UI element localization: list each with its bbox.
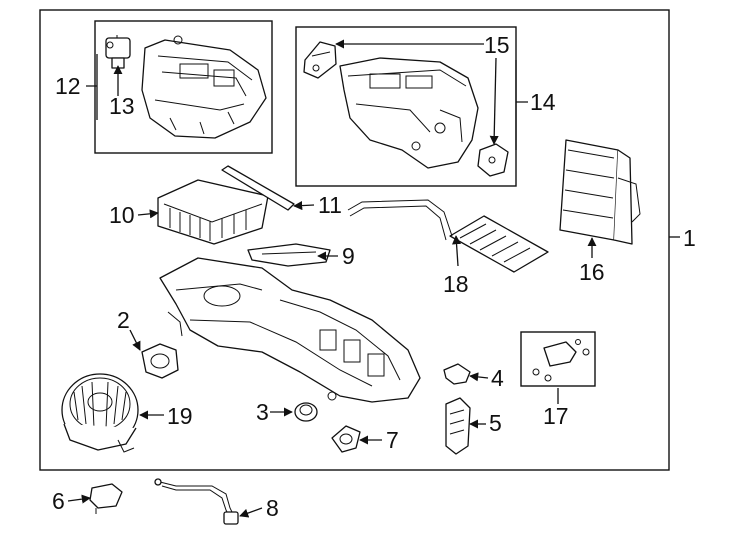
heater-core-part-18 xyxy=(347,199,549,273)
callout-18: 18 xyxy=(443,271,469,297)
sensor-part-6 xyxy=(89,483,123,514)
clip-part-4 xyxy=(443,363,471,385)
callout-6: 6 xyxy=(52,488,65,514)
hvac-main-housing xyxy=(159,257,421,403)
callout-11: 11 xyxy=(318,192,342,218)
actuator-part-15-lower xyxy=(477,143,509,177)
callout-7: 7 xyxy=(386,427,399,453)
callout-2: 2 xyxy=(117,307,130,333)
connector-part-5 xyxy=(445,397,471,455)
bracket-part-9 xyxy=(247,243,331,267)
harness-part-8 xyxy=(154,478,239,525)
blower-motor-part-19 xyxy=(61,373,139,453)
callout-5: 5 xyxy=(489,410,502,436)
callout-19: 19 xyxy=(167,403,193,429)
callout-4: 4 xyxy=(491,365,504,391)
callout-15: 15 xyxy=(484,32,510,58)
callout-17: 17 xyxy=(543,403,569,429)
callout-8: 8 xyxy=(266,495,279,521)
callout-13: 13 xyxy=(109,93,135,119)
callout-10: 10 xyxy=(109,202,135,228)
heater-case-part-14 xyxy=(339,57,479,169)
seal-part-7 xyxy=(331,425,361,453)
callout-3: 3 xyxy=(256,399,269,425)
callout-9: 9 xyxy=(342,243,355,269)
evaporator-core-part-16 xyxy=(559,139,641,245)
sensor-subgroup-box xyxy=(520,331,596,387)
callout-14: 14 xyxy=(530,89,556,115)
main-assembly-frame xyxy=(39,9,670,471)
actuator-part-13 xyxy=(105,35,131,69)
upper-housing-part-12 xyxy=(141,35,267,139)
housing-subgroup-box xyxy=(94,20,273,154)
callout-12: 12 xyxy=(55,73,81,99)
sensor-part-17 xyxy=(532,339,590,382)
grommet-part-2 xyxy=(141,343,179,379)
cabin-filter-part-10 xyxy=(157,179,269,245)
actuator-part-15-upper xyxy=(303,41,337,79)
callout-16: 16 xyxy=(579,259,605,285)
knob-part-3 xyxy=(294,402,318,422)
callout-1: 1 xyxy=(683,225,696,251)
